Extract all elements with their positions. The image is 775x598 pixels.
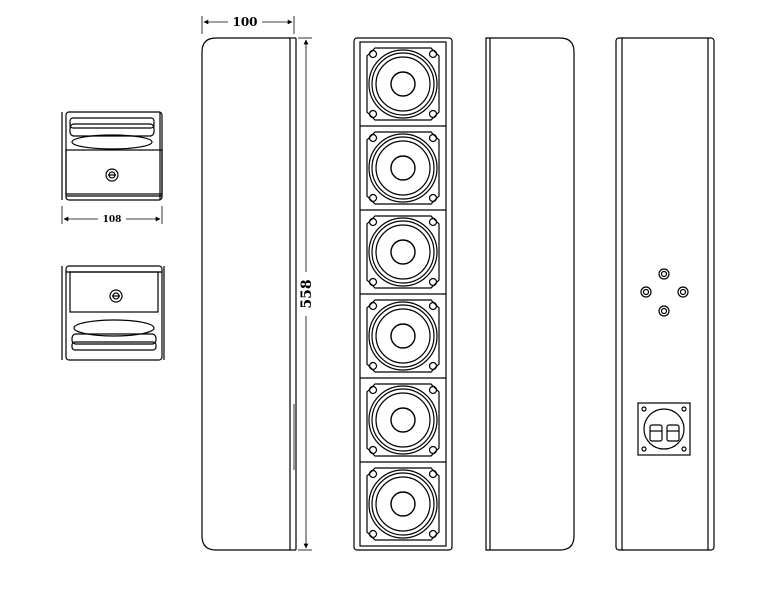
front-view [353, 37, 453, 551]
driver-6 [360, 461, 446, 541]
top-view: 108 [61, 111, 163, 225]
dust-cap-icon [390, 491, 416, 517]
driver-5 [360, 377, 446, 457]
dust-cap-icon [390, 407, 416, 433]
width-108-label: 108 [103, 215, 122, 225]
bottom-view [61, 265, 165, 361]
mount-bolt-right [677, 286, 689, 298]
driver-array [360, 47, 446, 541]
driver-1 [366, 47, 440, 121]
bottom-view-screw-icon [109, 289, 123, 303]
mount-bolt-left [640, 286, 652, 298]
mount-bolt-bottom [658, 305, 670, 317]
terminal-plate [637, 402, 691, 456]
driver-2 [360, 125, 446, 205]
dust-cap-icon [390, 71, 416, 97]
height-558-label: 558 [299, 279, 315, 308]
width-100-label: 100 [232, 15, 257, 29]
dust-cap-icon [390, 155, 416, 181]
dust-cap-icon [390, 323, 416, 349]
terminal-post-right-icon [666, 424, 680, 442]
driver-4 [360, 293, 446, 373]
top-view-screw-icon [105, 168, 119, 182]
driver-3 [360, 209, 446, 289]
terminal-post-left-icon [649, 424, 663, 442]
side-profile-view: 100 558 [201, 15, 315, 551]
mount-bolt-top [658, 268, 670, 280]
dust-cap-icon [390, 239, 416, 265]
side-plain-view [485, 37, 575, 551]
rear-view [615, 37, 715, 551]
